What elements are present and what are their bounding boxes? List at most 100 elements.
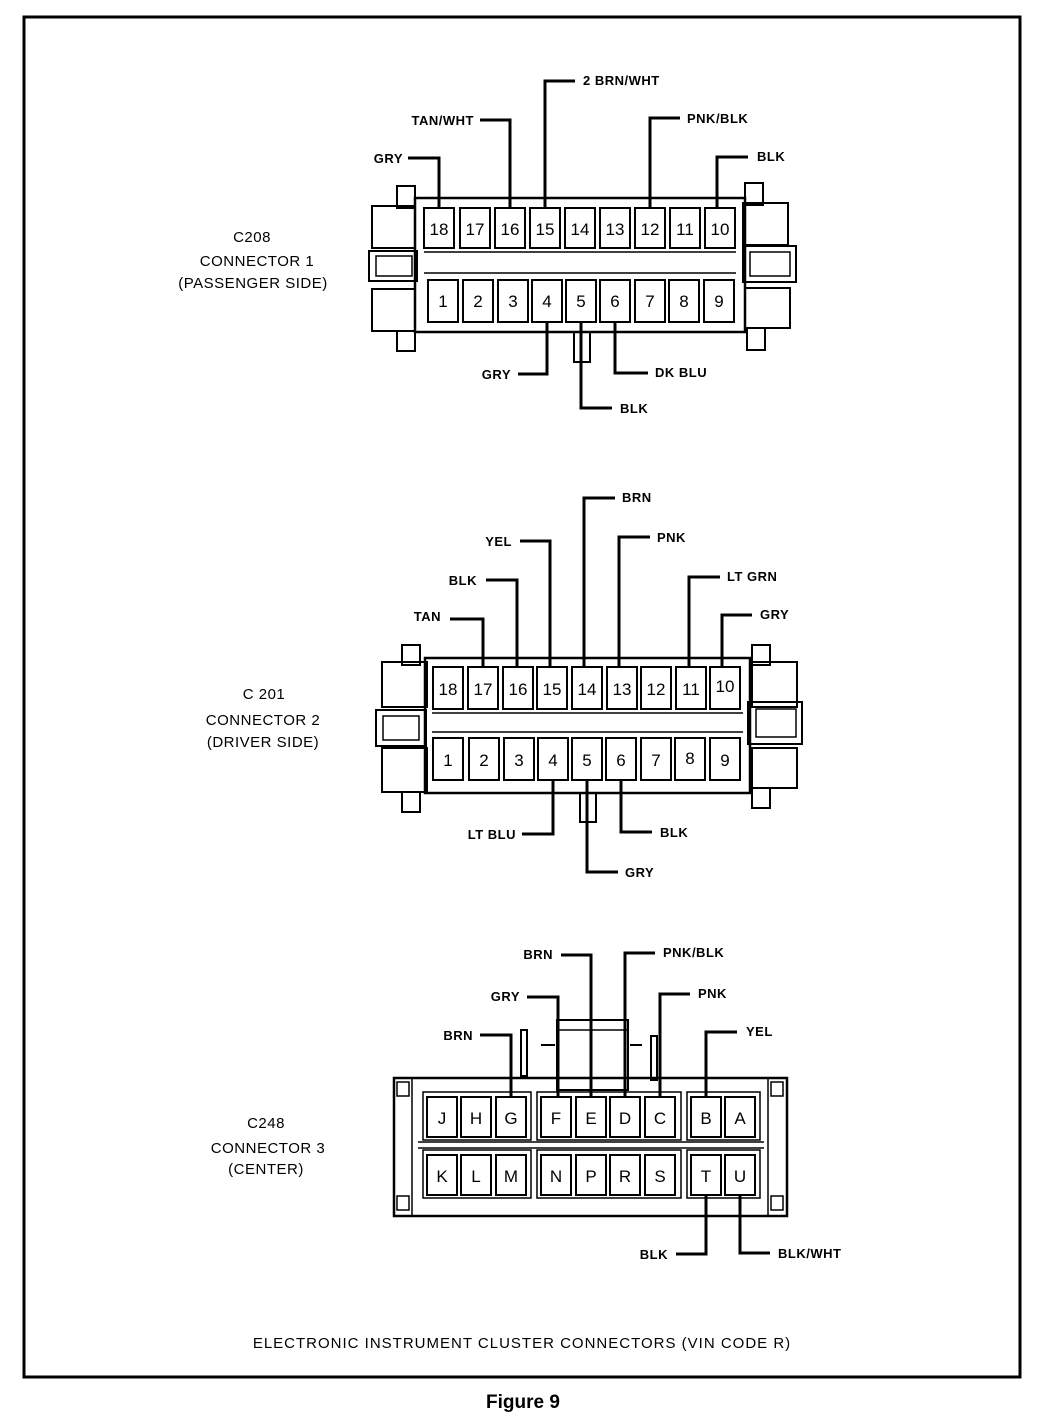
wire-color-label: BLK xyxy=(757,149,785,164)
wire-leader xyxy=(619,780,652,834)
wire-color-label: PNK/BLK xyxy=(687,111,748,126)
wire-color-label: BLK xyxy=(449,573,477,588)
pin-label: M xyxy=(504,1167,518,1186)
pin-label: 13 xyxy=(606,220,625,239)
connector-c201: 18 17 16 15 14 13 12 11 10 1 2 3 4 5 6 7… xyxy=(206,490,803,880)
wire-leader xyxy=(579,322,612,410)
wire-color-label: BRN xyxy=(523,947,553,962)
pin-label: R xyxy=(619,1167,631,1186)
pin-label: F xyxy=(551,1109,561,1128)
wire-leader xyxy=(543,79,575,208)
pin-label: S xyxy=(654,1167,665,1186)
wire-leader xyxy=(585,780,618,874)
wire-leader xyxy=(676,1195,708,1256)
connector-side: (CENTER) xyxy=(228,1161,304,1178)
wire-leader xyxy=(648,116,680,208)
pin-label: 1 xyxy=(438,292,447,311)
pin-label: 5 xyxy=(576,292,585,311)
pin-label: 15 xyxy=(543,680,562,699)
pin-label: D xyxy=(619,1109,631,1128)
connector-side: (DRIVER SIDE) xyxy=(207,734,319,751)
pin-label: 7 xyxy=(645,292,654,311)
pin-label: U xyxy=(734,1167,746,1186)
wire-leader xyxy=(486,578,519,667)
pin-label: 11 xyxy=(676,220,694,239)
wire-color-label: GRY xyxy=(491,989,520,1004)
pin-label: H xyxy=(470,1109,482,1128)
wire-leader xyxy=(522,780,555,836)
wire-leader xyxy=(613,322,648,375)
wire-color-label: 2 BRN/WHT xyxy=(583,73,660,88)
wire-leader xyxy=(561,953,593,1097)
pin-label: 14 xyxy=(578,680,597,699)
wire-color-label: BLK xyxy=(620,401,648,416)
pin-label: 8 xyxy=(685,749,694,768)
wire-color-label: DK BLU xyxy=(655,365,707,380)
pin-label: C xyxy=(654,1109,666,1128)
pin-label: L xyxy=(471,1167,480,1186)
wire-color-label: BRN xyxy=(443,1028,473,1043)
pin-label: 10 xyxy=(711,220,730,239)
pin-label: 2 xyxy=(473,292,482,311)
wire-leader xyxy=(704,1030,737,1097)
wire-leader xyxy=(617,535,650,667)
pin-label: B xyxy=(700,1109,711,1128)
pin-label: 18 xyxy=(430,220,449,239)
pin-label: 6 xyxy=(616,751,625,770)
pin-label: 15 xyxy=(536,220,555,239)
connector-code: C 201 xyxy=(243,686,286,703)
wire-color-label: YEL xyxy=(485,534,512,549)
wire-color-label: LT BLU xyxy=(468,827,516,842)
pin-label: N xyxy=(550,1167,562,1186)
wire-leader xyxy=(623,951,655,1097)
wire-leader xyxy=(450,617,485,667)
connector-name: CONNECTOR 3 xyxy=(211,1140,325,1157)
pin-label: 17 xyxy=(466,220,485,239)
wire-color-label: GRY xyxy=(482,367,511,382)
pin-label: 12 xyxy=(647,680,666,699)
wire-color-label: BLK xyxy=(640,1247,668,1262)
pin-label: 17 xyxy=(474,680,493,699)
wire-color-label: GRY xyxy=(374,151,403,166)
wire-leader xyxy=(480,1033,513,1097)
wire-color-label: PNK xyxy=(657,530,686,545)
connector-code: C248 xyxy=(247,1115,285,1132)
wire-color-label: BRN xyxy=(622,490,652,505)
wire-leader xyxy=(720,613,752,667)
wire-leader xyxy=(715,155,748,208)
wire-color-label: TAN xyxy=(414,609,441,624)
pin-label: 6 xyxy=(610,292,619,311)
pin-label: 4 xyxy=(548,751,557,770)
pin-label: 4 xyxy=(542,292,551,311)
wire-color-label: BLK xyxy=(660,825,688,840)
wire-color-label: GRY xyxy=(760,607,789,622)
wire-color-label: YEL xyxy=(746,1024,773,1039)
pin-label: T xyxy=(701,1167,711,1186)
wire-leader xyxy=(408,156,441,208)
figure-frame xyxy=(22,15,1022,1379)
wire-leader xyxy=(527,995,560,1097)
pin-label: A xyxy=(734,1109,746,1128)
pin-label: P xyxy=(585,1167,596,1186)
pin-label: 18 xyxy=(439,680,458,699)
pin-label: 3 xyxy=(514,751,523,770)
connector-c248: J H G F E D C B A K L M N P R S T U BRN … xyxy=(211,945,841,1262)
pin-label: 3 xyxy=(508,292,517,311)
connector-c208: 18 17 16 15 14 13 12 11 10 1 2 3 4 5 6 7… xyxy=(178,73,797,416)
figure-number: Figure 9 xyxy=(486,1392,560,1413)
wire-leader xyxy=(520,539,552,667)
pin-label: 9 xyxy=(714,292,723,311)
pin-label: 16 xyxy=(509,680,528,699)
pin-label: 8 xyxy=(679,292,688,311)
wire-color-label: LT GRN xyxy=(727,569,777,584)
connector-name: CONNECTOR 2 xyxy=(206,712,320,729)
pin-label: 2 xyxy=(479,751,488,770)
pin-label: K xyxy=(436,1167,448,1186)
pin-label: 13 xyxy=(613,680,632,699)
wire-leader xyxy=(738,1195,770,1255)
pin-label: J xyxy=(438,1109,447,1128)
wire-leader xyxy=(518,322,549,376)
wire-leader xyxy=(582,496,615,667)
wire-color-label: BLK/WHT xyxy=(778,1246,841,1261)
connector-code: C208 xyxy=(233,229,271,246)
